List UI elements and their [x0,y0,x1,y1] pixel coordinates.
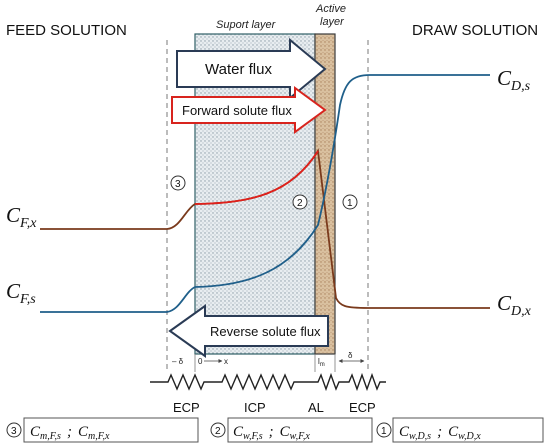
axis-x: x [224,357,228,366]
label-c-f-x: CF,x [6,203,37,231]
axis-lm: lm [318,357,325,368]
svg-text:2: 2 [297,198,303,209]
svg-text:CF,x: CF,x [6,203,37,231]
svg-text:3: 3 [175,179,181,190]
draw-solution-title: DRAW SOLUTION [412,22,538,39]
reverse-solute-flux-label: Reverse solute flux [210,324,321,339]
resistance-label-ecp-right: ECP [349,400,376,415]
forward-solute-flux-label: Forward solute flux [182,103,292,118]
axis-zero: 0 [198,357,203,366]
axis-minus-delta: – δ [172,357,184,366]
svg-text:CD,s: CD,s [497,66,531,94]
support-layer-label: Suport layer [216,19,277,31]
resistance-network [150,372,386,392]
marker-2: 2 [292,194,308,210]
svg-text:Cm,F,s;Cm,F,x: Cm,F,s;Cm,F,x [30,424,110,442]
label-c-f-s: CF,s [6,279,36,307]
marker-1: 1 [342,194,358,210]
svg-text:CF,s: CF,s [6,279,36,307]
formula-box-3: 3 Cm,F,s;Cm,F,x [6,417,199,443]
svg-text:1: 1 [381,426,387,437]
label-c-d-s: CD,s [497,66,531,94]
draw-solute-profile-blue [40,74,490,313]
resistance-label-ecp-left: ECP [173,400,200,415]
water-flux-label: Water flux [205,61,272,78]
svg-text:CD,x: CD,x [497,291,532,319]
water-flux-arrow [176,37,327,101]
feed-solution-title: FEED SOLUTION [6,22,127,39]
active-layer-label-line2: layer [320,16,345,28]
marker-3: 3 [170,175,186,191]
formula-box-2: 2 Cw,F,s;Cw,F,x [210,417,373,443]
axis-delta: δ [348,351,353,360]
resistance-label-icp: ICP [244,400,266,415]
label-c-d-x: CD,x [497,291,532,319]
svg-text:3: 3 [11,426,17,437]
resistance-label-al: AL [308,400,324,415]
reverse-solute-flux-arrow [168,304,329,358]
forward-solute-flux-arrow [171,86,327,134]
svg-text:Cw,D,s;Cw,D,x: Cw,D,s;Cw,D,x [399,424,481,442]
svg-text:1: 1 [347,198,353,209]
svg-text:Cw,F,s;Cw,F,x: Cw,F,s;Cw,F,x [233,424,310,442]
svg-text:2: 2 [215,426,221,437]
formula-box-1: 1 Cw,D,s;Cw,D,x [376,417,544,443]
active-layer-label-line1: Active [315,3,346,15]
feed-solute-profile-red [194,150,319,205]
svg-text:lm: lm [318,357,325,368]
